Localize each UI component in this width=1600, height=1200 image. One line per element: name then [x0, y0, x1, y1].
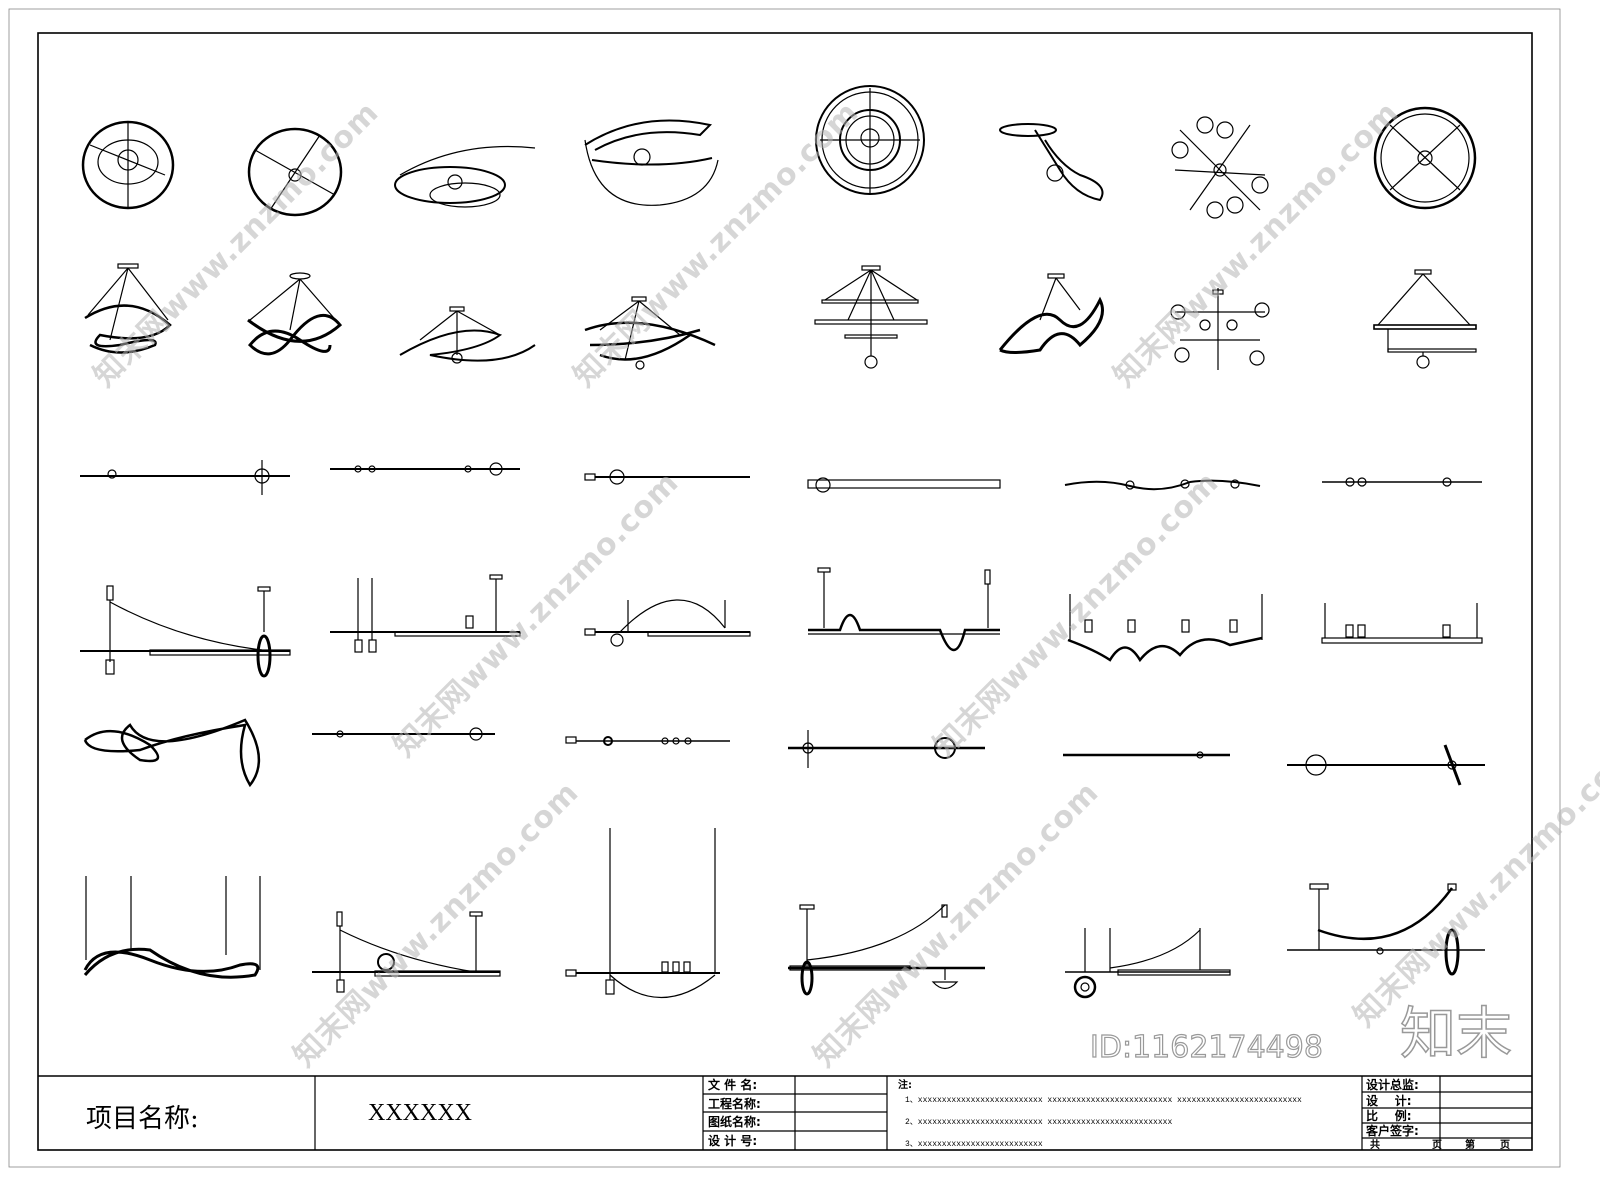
- suspended-lamp-4: [808, 567, 1000, 652]
- lamp-ring-topview-8: [1373, 106, 1477, 210]
- lamp-row-5: [83, 718, 1485, 788]
- watermark-id: ID:1162174498: [1089, 1029, 1323, 1065]
- line-lamp-3: [584, 469, 750, 485]
- line-lamp-6: [1322, 477, 1482, 487]
- lamp-row-1: [81, 85, 1477, 219]
- sheet-unit-2: 页: [1500, 1140, 1510, 1151]
- lamp-swirl-topview-3: [394, 145, 536, 208]
- suspended-lamp-1: [80, 585, 291, 678]
- field-design-no: 设 计 号:: [708, 1134, 758, 1148]
- project-name-value: XXXXXX: [368, 1100, 472, 1126]
- note-1: 1、xxxxxxxxxxxxxxxxxxxxxxxxxx xxxxxxxxxxx…: [905, 1096, 1302, 1105]
- note-2: 2、xxxxxxxxxxxxxxxxxxxxxxxxxx xxxxxxxxxxx…: [905, 1118, 1173, 1127]
- pendant-freeform-1: [83, 876, 261, 979]
- lamp-ring-topview-2: [247, 127, 343, 217]
- line-lamp-10: [1063, 751, 1230, 759]
- line-lamp-9: [788, 730, 985, 768]
- lamp-cluster-topview-7: [1171, 116, 1269, 219]
- field-file-name: 文 件 名:: [708, 1078, 758, 1092]
- lamp-row-2: [84, 263, 1477, 370]
- suspended-lamp-5: [1067, 594, 1263, 663]
- lamp-row-3: [80, 460, 1482, 495]
- suspended-lamp-7: [312, 911, 501, 993]
- note-3: 3、xxxxxxxxxxxxxxxxxxxxxxxxxx: [905, 1140, 1043, 1149]
- suspended-lamp-2: [330, 574, 521, 653]
- field-client-signature: 客户签字:: [1366, 1124, 1419, 1138]
- pendant-triangle-8: [1373, 269, 1477, 369]
- field-scale: 比 例:: [1366, 1109, 1412, 1123]
- sheet-no-label: 第: [1465, 1140, 1475, 1151]
- line-lamp-8: [565, 736, 730, 746]
- line-lamp-4: [807, 477, 1001, 493]
- line-lamp-5: [1064, 479, 1261, 491]
- suspended-arc-lamp-8: [565, 828, 720, 999]
- title-block-grid: [38, 1075, 1532, 1150]
- lamp-ring-topview-1: [81, 120, 175, 210]
- field-designer: 设 计:: [1366, 1094, 1412, 1108]
- pendant-swirl-3: [399, 306, 536, 364]
- lamp-row-4: [80, 567, 1483, 678]
- suspended-lamp-9: [788, 904, 985, 996]
- suspended-lamp-6: [1321, 603, 1483, 644]
- project-name-label: 项目名称:: [86, 1104, 199, 1134]
- pendant-swirl-1: [84, 263, 172, 354]
- pendant-swirl-4: [584, 296, 716, 370]
- suspended-arc-lamp-11: [1287, 883, 1485, 976]
- field-drawing-name: 图纸名称:: [708, 1115, 761, 1129]
- suspended-lamp-10: [1065, 928, 1231, 999]
- inner-frame: [37, 32, 1533, 1151]
- pendant-rings-5: [814, 265, 928, 369]
- line-lamp-1: [80, 460, 290, 495]
- sheet-total-label: 共: [1370, 1140, 1380, 1151]
- suspended-lamp-3: [584, 599, 751, 647]
- line-lamp-2: [330, 462, 520, 476]
- line-lamp-11: [1287, 744, 1485, 786]
- field-design-director: 设计总监:: [1366, 1078, 1419, 1092]
- notes-label: 注:: [898, 1080, 912, 1091]
- pendant-cluster-7: [1170, 288, 1270, 370]
- field-project-name: 工程名称:: [708, 1097, 761, 1111]
- lamp-bowl-topview-4: [584, 119, 719, 206]
- sheet-unit-1: 页: [1432, 1140, 1442, 1151]
- lamp-twist-topview-6: [999, 123, 1104, 202]
- freeform-ring-lamp-1: [83, 718, 261, 788]
- watermark-logo: 知末: [1399, 1002, 1513, 1068]
- pendant-twist-6: [998, 273, 1104, 354]
- pendant-swirl-2: [247, 272, 343, 356]
- lamp-concentric-topview-5: [815, 85, 925, 195]
- outer-border: [8, 8, 1561, 1168]
- line-lamp-7: [312, 727, 495, 741]
- lamp-row-6: [83, 828, 1485, 999]
